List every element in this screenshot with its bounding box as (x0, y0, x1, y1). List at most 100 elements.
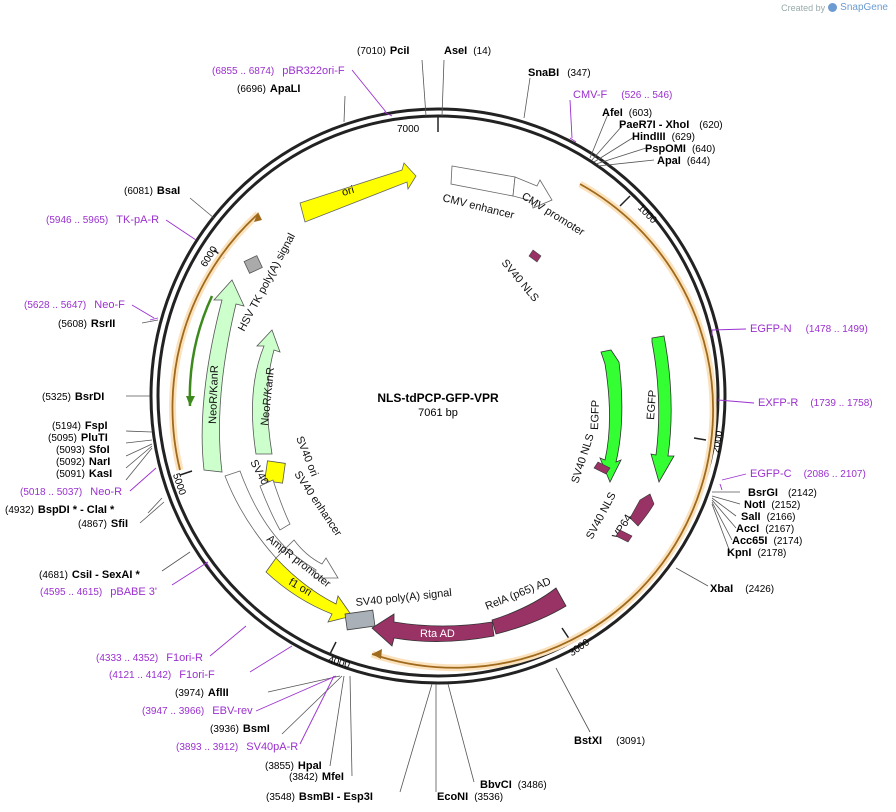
neo-orf-green (188, 295, 214, 407)
site-sfoi[interactable]: (5093)SfoI (56, 444, 110, 456)
site-kasi[interactable]: (5091)KasI (56, 468, 112, 480)
orf-arc-left-head (254, 212, 262, 222)
feature-sv40-polya-label: SV40 poly(A) signal (355, 587, 452, 609)
site-sfii[interactable]: (4867)SfiI (78, 518, 128, 530)
feature-hsv-tk-polya[interactable] (243, 255, 263, 274)
tick-label-7000: 7000 (397, 124, 420, 135)
primer-leaders (129, 69, 755, 745)
site-bbvci[interactable]: BbvCI(3486) (480, 779, 547, 791)
site-fspi[interactable]: (5194)FspI (52, 420, 108, 432)
orf-arc-right (371, 183, 714, 669)
created-by-credit: Created by SnapGene (781, 2, 888, 13)
site-noti[interactable]: NotI(2152) (744, 499, 800, 511)
credit-prefix: Created by (781, 2, 826, 13)
site-bsrgi[interactable]: BsrGI(2142) (748, 487, 817, 499)
site-acc65i[interactable]: Acc65I(2174) (732, 535, 802, 547)
primer-neo-f[interactable]: (5628 .. 5647)Neo-F (24, 299, 125, 311)
feature-sv40-enhancer[interactable] (259, 479, 291, 531)
site-asei[interactable]: AseI(14) (444, 45, 491, 57)
site-apai[interactable]: ApaI(644) (657, 155, 710, 167)
feature-sv40-nls-3[interactable] (615, 529, 633, 543)
feature-ori-label: ori (341, 184, 356, 199)
feature-neokanr-inner[interactable] (252, 329, 281, 455)
credit-brand: SnapGene (840, 2, 888, 13)
site-nari[interactable]: (5092)NarI (56, 456, 110, 468)
site-csii-sexai[interactable]: (4681)CsiI - SexAI * (39, 569, 140, 581)
site-mfei[interactable]: (3842)MfeI (289, 771, 344, 783)
site-hindiii[interactable]: HindIII(629) (632, 131, 695, 143)
feature-rela[interactable] (491, 587, 567, 635)
primer-sv40pa-r[interactable]: (3893 .. 3912)SV40pA-R (176, 741, 298, 753)
site-paer7i-xhoi[interactable]: PaeR7I - XhoI(620) (619, 119, 723, 131)
site-aflii[interactable]: (3974)AflII (175, 687, 229, 699)
site-xbai[interactable]: XbaI(2426) (710, 583, 774, 595)
feature-sv40-nls-2[interactable] (593, 461, 611, 475)
site-bsai[interactable]: (6081)BsaI (124, 185, 180, 197)
tick-label-4000: 4000 (327, 655, 352, 671)
backbone-outer (149, 107, 727, 685)
feature-egfp-1-label: EGFP (589, 400, 602, 430)
orf-arc-right-head (372, 649, 382, 659)
site-sali[interactable]: SalI(2166) (741, 511, 795, 523)
site-snabi[interactable]: SnaBI(347) (528, 67, 591, 79)
restriction-leaders (125, 59, 741, 793)
primer-f1ori-r[interactable]: (4333 .. 4352)F1ori-R (96, 652, 203, 664)
feature-sv40-enhancer-label: SV40 enhancer (292, 469, 345, 539)
feature-ori[interactable] (299, 162, 417, 223)
plasmid-name: NLS-tdPCP-GFP-VPR (377, 391, 499, 405)
plasmid-length: 7061 bp (418, 407, 458, 419)
site-bsrdi[interactable]: (5325)BsrDI (42, 391, 104, 403)
orf-arc-left (171, 213, 259, 471)
left-site-labels: (7010)PciI (6696)ApaLI (6081)BsaI (5608)… (5, 45, 409, 803)
primer-ebv-rev[interactable]: (3947 .. 3966)EBV-rev (142, 705, 253, 717)
feature-ampr-promoter[interactable] (285, 539, 339, 579)
feature-f1-ori[interactable] (265, 557, 353, 623)
feature-cmv-enhancer[interactable] (450, 165, 516, 197)
feature-neokanr-outer-label: NeoR/KanR (207, 365, 221, 424)
feature-sv40-nls-2-label: SV40 NLS (569, 432, 596, 485)
feature-cmv-promoter[interactable] (512, 176, 553, 209)
primer-egfp-c[interactable]: EGFP-C(2086 .. 2107) (750, 468, 866, 480)
feature-cmv-enhancer-label: CMV enhancer (441, 192, 515, 221)
site-rsrii[interactable]: (5608)RsrII (58, 318, 115, 330)
primer-egfp-n[interactable]: EGFP-N(1478 .. 1499) (750, 323, 868, 335)
primer-neo-r[interactable]: (5018 .. 5037)Neo-R (20, 486, 122, 498)
feature-sv40-nls-1-label: SV40 NLS (499, 257, 541, 304)
tick-label-1000: 1000 (635, 203, 659, 227)
site-bstxi[interactable]: BstXI(3091) (574, 735, 645, 747)
site-bsmi[interactable]: (3936)BsmI (210, 723, 270, 735)
site-apali[interactable]: (6696)ApaLI (237, 83, 300, 95)
site-afei[interactable]: AfeI(603) (602, 107, 652, 119)
site-hpai[interactable]: (3855)HpaI (265, 760, 322, 772)
feature-vp64[interactable] (629, 493, 655, 527)
feature-rta[interactable] (371, 613, 495, 647)
feature-neokanr-outer[interactable] (201, 279, 245, 473)
feature-egfp-1[interactable] (599, 349, 623, 483)
site-acci[interactable]: AccI(2167) (736, 523, 794, 535)
right-site-labels: AseI(14) SnaBI(347) AfeI(603) PaeR7I - X… (437, 45, 817, 803)
site-pluti[interactable]: (5095)PluTI (48, 432, 108, 444)
feature-egfp-2-label: EGFP (645, 389, 659, 420)
primer-labels: (6855 .. 6874)pBR322ori-F (5946 .. 5965)… (20, 65, 873, 753)
neo-orf-green-head (186, 396, 195, 406)
primer-pbabe3[interactable]: (4595 .. 4615)pBABE 3' (40, 586, 157, 598)
feature-sv40-nls-1[interactable] (528, 249, 542, 263)
feature-sv40-polya[interactable] (344, 609, 376, 631)
primer-cmv-f[interactable]: CMV-F(526 .. 546) (573, 89, 672, 101)
primer-pbr322ori-f[interactable]: (6855 .. 6874)pBR322ori-F (212, 65, 345, 77)
site-bspdi-clai[interactable]: (4932)BspDI * - ClaI * (5, 504, 115, 516)
feature-rta-label: Rta AD (420, 628, 455, 640)
primer-f1ori-f[interactable]: (4121 .. 4142)F1ori-F (109, 669, 215, 681)
site-pspomi[interactable]: PspOMI(640) (645, 143, 715, 155)
primer-exfp-r[interactable]: EXFP-R(1739 .. 1758) (758, 397, 873, 409)
feature-cmv-promoter-label: CMV promoter (519, 190, 586, 238)
snapgene-logo-icon (828, 3, 838, 12)
site-pcii[interactable]: (7010)PciI (357, 45, 409, 57)
primer-tk-pa-r[interactable]: (5946 .. 5965)TK-pA-R (46, 214, 159, 226)
feature-egfp-2[interactable] (650, 335, 675, 484)
site-bsmbi-esp3i[interactable]: (3548)BsmBI - Esp3I (266, 791, 373, 803)
feature-hsv-tk-label: HSV TK poly(A) signal (236, 231, 298, 333)
site-kpni[interactable]: KpnI(2178) (727, 547, 786, 559)
site-econi[interactable]: EcoNI(3536) (437, 791, 503, 803)
